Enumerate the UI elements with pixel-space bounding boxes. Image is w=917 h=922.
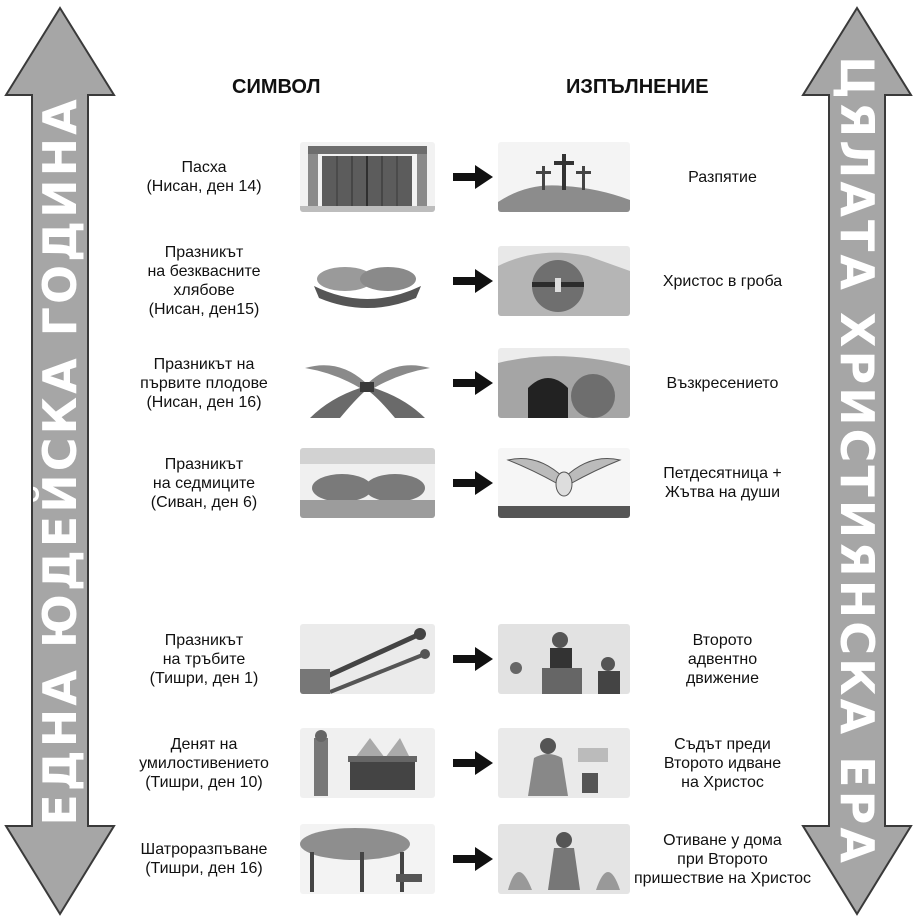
fulfillment-label: Разпятие (688, 168, 757, 186)
fulfillment-label: Съдът преди Второто идване на Христос (663, 735, 782, 791)
feast-row-unleavened-bread: Празникът на безквасните хлябове (Нисан,… (110, 236, 800, 326)
fulfillment-label: Възкресението (666, 374, 779, 392)
feast-row-passover: Пасха (Нисан, ден 14) Разпятие (110, 132, 800, 222)
feast-row-first-fruits: Празникът на първите плодове (Нисан, ден… (110, 338, 800, 428)
trumpets-picture-icon (300, 624, 435, 694)
feast-row-weeks: Празникът на седмиците (Сиван, ден 6) Пе… (110, 438, 800, 528)
two-loaves-picture-icon (300, 448, 435, 518)
right-arrow-icon (453, 371, 493, 395)
second-coming-picture-icon (498, 824, 630, 894)
symbol-label: Пасха (Нисан, ден 14) (146, 159, 262, 195)
right-arrow-icon (453, 847, 493, 871)
sealed-tomb-picture-icon (498, 246, 630, 316)
feast-row-tabernacles: Шатроразпъване (Тишри, ден 16) Отиване у… (110, 814, 811, 904)
right-arrow-label: ЦЯЛАТА ХРИСТИЯНСКА ЕРА (830, 56, 884, 866)
symbol-label: Празникът на седмиците (Сиван, ден 6) (150, 455, 258, 511)
right-arrow-icon (453, 751, 493, 775)
three-crosses-picture-icon (498, 142, 630, 212)
fulfillment-label: Отиване у дома при Второто пришествие на… (633, 831, 812, 887)
bread-basket-picture-icon (300, 246, 435, 316)
right-arrow-icon (453, 471, 493, 495)
symbol-label: Празникът на първите плодове (Нисан, ден… (140, 355, 268, 411)
dove-picture-icon (498, 448, 630, 518)
left-arrow-label: ЕДНА ЮДЕЙСКА ГОДИНА (33, 96, 87, 826)
preacher-picture-icon (498, 624, 630, 694)
symbol-label: Празникът на безквасните хлябове (Нисан,… (147, 244, 261, 318)
symbol-column-header: СИМВОЛ (232, 76, 321, 98)
wheat-sheaf-picture-icon (300, 348, 435, 418)
fulfillment-label: Петдесятница + Жътва на души (663, 465, 782, 501)
fulfillment-label: Второто адвентно движение (685, 631, 760, 687)
ark-priest-picture-icon (300, 728, 435, 798)
open-tomb-picture-icon (498, 348, 630, 418)
feast-row-trumpets: Празникът на тръбите (Тишри, ден 1) Втор… (110, 614, 800, 704)
door-picture-icon (300, 142, 435, 212)
fulfillment-column-header: ИЗПЪЛНЕНИЕ (566, 76, 709, 98)
symbol-label: Денят на умилостивението (Тишри, ден 10) (139, 735, 269, 791)
right-arrow-icon (453, 647, 493, 671)
symbol-label: Празникът на тръбите (Тишри, ден 1) (149, 631, 259, 687)
symbol-label: Шатроразпъване (Тишри, ден 16) (140, 841, 268, 877)
right-vertical-arrow (801, 6, 913, 916)
left-vertical-arrow (4, 6, 116, 916)
judgment-picture-icon (498, 728, 630, 798)
feast-row-atonement: Денят на умилостивението (Тишри, ден 10)… (110, 718, 800, 808)
right-arrow-icon (453, 165, 493, 189)
right-arrow-icon (453, 269, 493, 293)
fulfillment-label: Христос в гроба (662, 272, 783, 290)
booths-picture-icon (300, 824, 435, 894)
